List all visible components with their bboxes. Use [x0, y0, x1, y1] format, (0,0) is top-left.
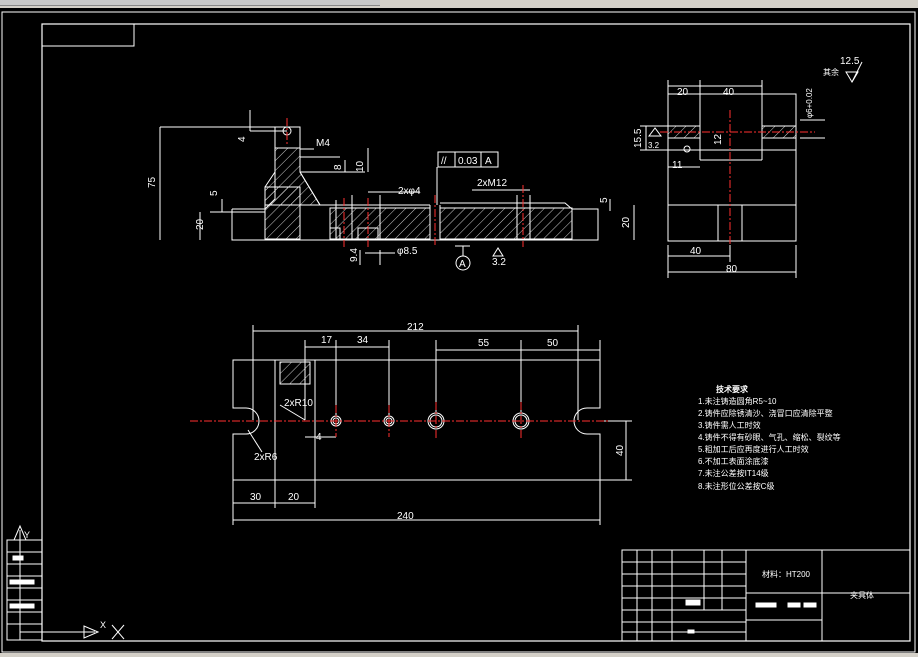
- note-7: 7.未注公差按IT14级: [698, 468, 769, 478]
- plan-dim-40: 40: [615, 444, 626, 456]
- note-1: 1.未注铸造圆角R5~10: [698, 396, 777, 406]
- label-phi8-5: φ8.5: [397, 246, 418, 257]
- end-dim-b40: 40: [690, 246, 702, 257]
- end-view-labels: 20 40 15.5 12 11 φ6+0.02 40 80 3.2 12.5 …: [633, 56, 860, 275]
- roughness-corner: 12.5: [840, 56, 860, 67]
- note-2: 2.铸件应除锈清沙、浇冒口应清除平整: [698, 408, 833, 418]
- window-top-strip: [0, 0, 918, 8]
- datum-a: A: [459, 259, 466, 270]
- plan-r10: 2xR10: [284, 398, 313, 409]
- tol-symbol: //: [441, 156, 447, 167]
- plan-dim-50: 50: [547, 338, 559, 349]
- toolbar-stub[interactable]: [0, 0, 380, 6]
- end-hole-label: φ6+0.02: [805, 88, 814, 118]
- sheet-border: [1, 11, 916, 653]
- tol-value: 0.03: [458, 156, 478, 167]
- dim-8: 8: [333, 164, 344, 170]
- end-view: [640, 61, 863, 278]
- end-dim-b80: 80: [726, 264, 738, 275]
- end-dim-15-5: 15.5: [633, 128, 644, 148]
- part-name: 夹具体: [850, 590, 874, 600]
- ucs-icon: [13, 524, 125, 640]
- note-4: 4.铸件不得有砂眼、气孔、缩松、裂纹等: [698, 432, 841, 442]
- label-2xphi4: 2xφ4: [398, 186, 421, 197]
- plan-view-labels: 17 34 212 55 50 2xR10 4 2xR6 40 30 20 24…: [250, 322, 626, 522]
- dim-10: 10: [355, 160, 366, 172]
- side-view-labels: 75 20 5 4 M4 8 10 2xφ4 9.4 φ8.5 2xM12 5 …: [147, 136, 632, 270]
- ucs-x: X: [100, 620, 106, 630]
- end-dim-40: 40: [723, 87, 735, 98]
- dim-20: 20: [195, 218, 206, 230]
- drawing-canvas[interactable]: 75 20 5 4 M4 8 10 2xφ4 9.4 φ8.5 2xM12 5 …: [0, 8, 918, 653]
- roughness-side: 3.2: [492, 257, 506, 268]
- note-8: 8.未注形位公差按C级: [698, 481, 774, 491]
- plan-dim-30: 30: [250, 492, 262, 503]
- title-block: [621, 549, 911, 642]
- end-dim-12: 12: [713, 133, 724, 145]
- code-box: [41, 23, 135, 47]
- end-roughness: 3.2: [648, 141, 660, 150]
- material-label: 材料：HT200: [762, 569, 811, 579]
- window-bottom-strip: [0, 653, 918, 657]
- notes-title: 技术要求: [716, 384, 749, 394]
- drawing-frame: [41, 23, 911, 642]
- roughness-corner-label: 其余: [823, 67, 839, 77]
- plan-r6: 2xR6: [254, 452, 278, 463]
- end-dim-11: 11: [672, 160, 683, 171]
- dim-75: 75: [147, 176, 158, 188]
- dim-4: 4: [237, 136, 248, 142]
- note-5: 5.粗加工后应再度进行人工时效: [698, 444, 809, 454]
- dim-5-right: 5: [599, 197, 610, 203]
- plan-dim-240: 240: [397, 511, 414, 522]
- note-6: 6.不加工表面涂底漆: [698, 456, 769, 466]
- plan-dim-34: 34: [357, 335, 369, 346]
- plan-dim-17: 17: [321, 335, 333, 346]
- end-dim-20: 20: [677, 87, 689, 98]
- plan-dim-20: 20: [288, 492, 300, 503]
- plan-dim-4: 4: [316, 432, 322, 443]
- revision-strip: [6, 539, 43, 641]
- ucs-labels: Y X: [24, 530, 106, 630]
- side-view: [159, 110, 635, 271]
- dim-20-right: 20: [621, 216, 632, 228]
- ucs-y: Y: [24, 530, 30, 540]
- plan-dim-55: 55: [478, 338, 490, 349]
- plan-dim-212: 212: [407, 322, 424, 333]
- side-view-centerlines: [286, 118, 524, 247]
- dim-5: 5: [209, 190, 220, 196]
- label-m4: M4: [316, 138, 330, 149]
- dim-9-4: 9.4: [349, 248, 360, 262]
- plan-view-centerlines: [190, 402, 610, 440]
- plan-view: [232, 325, 632, 525]
- end-view-centerlines: [660, 110, 815, 245]
- title-block-labels: 材料：HT200 夹具体: [762, 569, 874, 600]
- tol-datum: A: [485, 156, 492, 167]
- note-3: 3.铸件需人工时效: [698, 420, 761, 430]
- technical-notes: 技术要求 1.未注铸造圆角R5~10 2.铸件应除锈清沙、浇冒口应清除平整 3.…: [698, 384, 841, 491]
- label-2xm12: 2xM12: [477, 178, 507, 189]
